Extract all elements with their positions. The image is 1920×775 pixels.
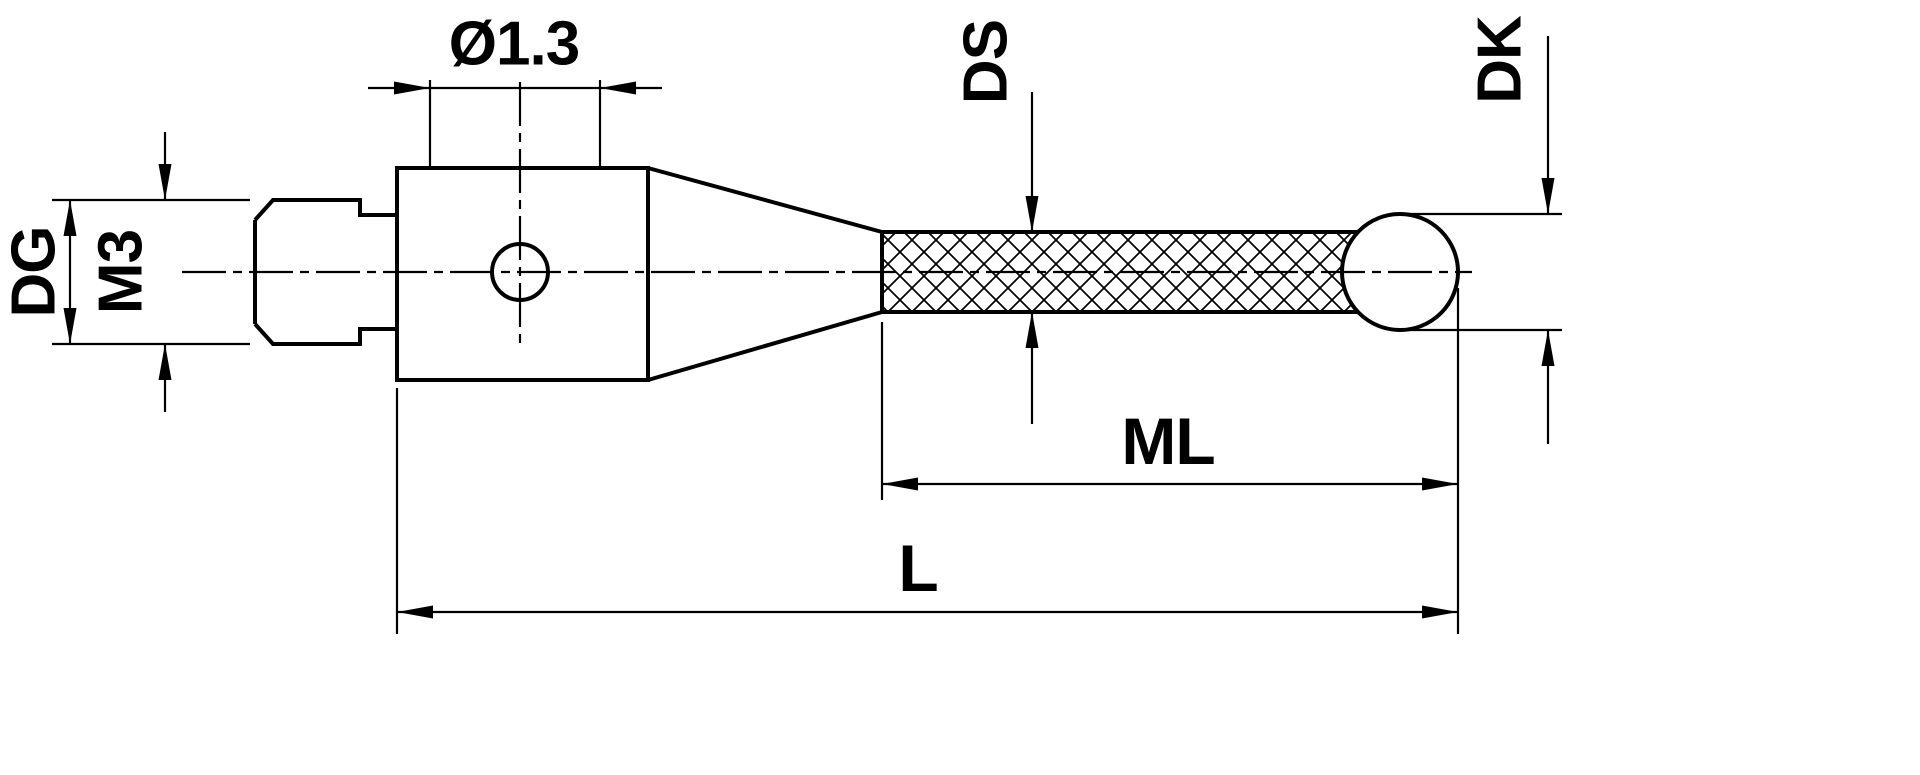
l-arrow-left (397, 605, 433, 619)
dk-arrow-top (1541, 178, 1555, 214)
m3-arrow-bottom (158, 344, 172, 380)
ds-arrow-top (1025, 196, 1039, 232)
hole-diameter-label: Ø1.3 (449, 10, 579, 79)
hole-arrow-left (394, 81, 430, 95)
hole-arrow-right (600, 81, 636, 95)
ds-label: DS (952, 20, 1021, 104)
l-label: L (898, 531, 937, 605)
dg-label: DG (0, 227, 69, 318)
ml-arrow-left (882, 477, 918, 491)
dk-arrow-bottom (1541, 330, 1555, 366)
dimension-arrowheads (63, 81, 1555, 619)
ds-arrow-bottom (1025, 312, 1039, 348)
stylus-part (253, 166, 1460, 382)
ml-arrow-right (1422, 477, 1458, 491)
l-arrow-right (1422, 605, 1458, 619)
dimension-labels: Ø1.3 DG M3 DS DK ML L (0, 10, 1535, 606)
stem-outline (882, 230, 1358, 314)
ml-label: ML (1121, 404, 1214, 478)
centerlines (182, 82, 1472, 346)
taper-cone (647, 166, 884, 382)
m3-thread-label: M3 (87, 230, 156, 314)
m3-arrow-top (158, 164, 172, 200)
dg-arrow-bottom (63, 308, 77, 344)
dk-label: DK (1466, 15, 1535, 104)
dg-arrow-top (63, 200, 77, 236)
